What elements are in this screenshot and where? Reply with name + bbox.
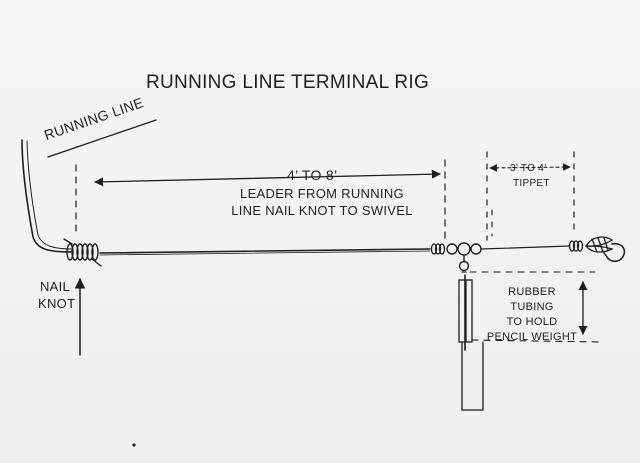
leader-length-label: 4’ TO 8’ xyxy=(287,167,338,183)
running-line-shadow xyxy=(26,140,73,250)
rubber-tubing-line-2: TUBING xyxy=(510,301,554,313)
leader-description-line-1: LEADER FROM RUNNING xyxy=(240,186,404,201)
rubber-tubing-line-1: RUBBER xyxy=(508,286,556,298)
tippet-length-label: 3’ TO 4’ xyxy=(510,163,547,174)
running-line xyxy=(21,139,73,253)
tippet-label: TIPPET xyxy=(513,178,550,189)
rubber-bottom-extent xyxy=(471,339,601,343)
tippet-knot xyxy=(568,240,584,252)
leader-line-fine xyxy=(99,250,431,256)
fly xyxy=(584,236,626,263)
leader-length-arrow xyxy=(94,169,441,187)
tippet-length-arrow xyxy=(489,163,571,172)
pencil-weight xyxy=(458,271,484,411)
nail-knot-label: NAIL KNOT xyxy=(38,278,76,312)
swivel xyxy=(446,242,482,272)
leader-description-line-2: LINE NAIL KNOT TO SWIVEL xyxy=(231,203,413,218)
leader-swivel-knot xyxy=(430,243,446,255)
leader-line xyxy=(99,248,431,254)
tippet-line xyxy=(480,245,571,250)
nail-knot-label-line-1: NAIL xyxy=(39,279,71,294)
running-line-label-underline xyxy=(47,119,157,158)
rubber-tubing-line-4: PENCIL WEIGHT xyxy=(486,331,578,343)
nail-knot-wraps xyxy=(63,238,102,267)
rubber-tubing-line-3: TO HOLD xyxy=(506,316,558,328)
ink-dot xyxy=(132,443,136,447)
rubber-tubing-label: RUBBER TUBING TO HOLD PENCIL WEIGHT xyxy=(484,285,580,345)
diagram-title: RUNNING LINE TERMINAL RIG xyxy=(146,72,430,93)
nail-knot-label-line-2: KNOT xyxy=(38,296,76,311)
leader-description: LEADER FROM RUNNING LINE NAIL KNOT TO SW… xyxy=(227,185,417,219)
